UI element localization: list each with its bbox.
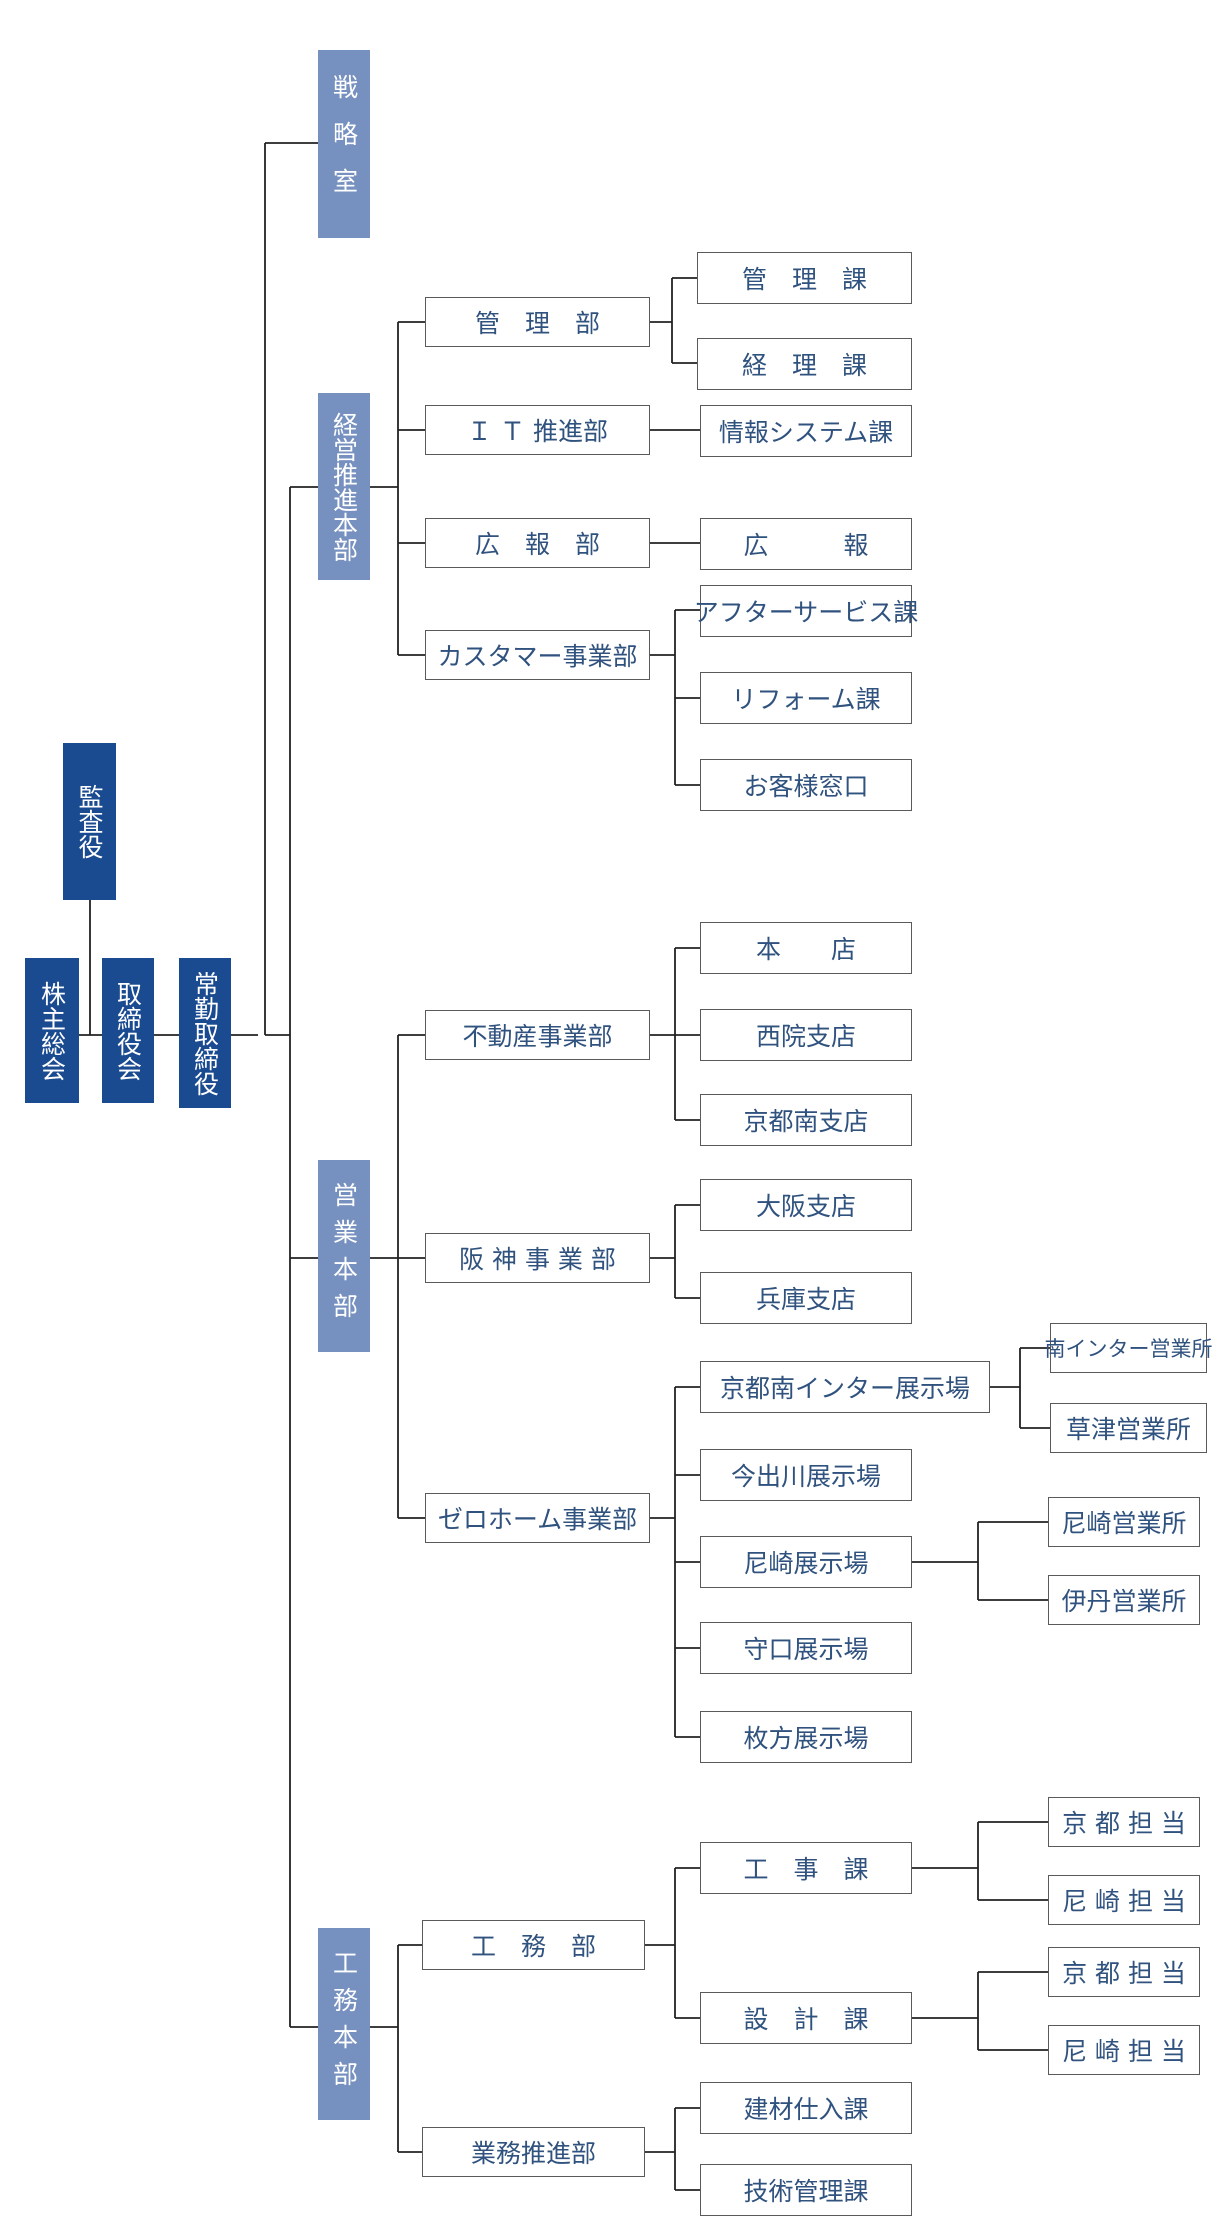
torishimariyakukai-label: 取締役会: [113, 980, 143, 1081]
koji-amagasaki-tanto-box: 尼 崎 担 当: [1048, 1875, 1200, 1925]
keiei-suishin-honbu-label: 経営推進本部: [329, 411, 359, 562]
fudosan-jigyobu-label: 不動産事業部: [462, 1022, 613, 1051]
after-service-ka-label: アフターサービス課: [693, 598, 919, 627]
kusatsu-eigyosho-label: 草津営業所: [1065, 1415, 1191, 1444]
gijutsu-kanri-ka-box: 技術管理課: [700, 2164, 912, 2216]
amagasaki-tenjijo-box: 尼崎展示場: [700, 1536, 912, 1588]
kabunushi-sokai-label: 株主総会: [37, 980, 67, 1081]
imadegawa-tenjijo-box: 今出川展示場: [700, 1449, 912, 1501]
zero-home-jigyobu-box: ゼロホーム事業部: [425, 1493, 650, 1543]
keiri-ka-label: 経 理 課: [741, 351, 867, 380]
kyoto-minami-inter-tenjijo-label: 京都南インター展示場: [719, 1374, 970, 1403]
kusatsu-eigyosho-box: 草津営業所: [1050, 1403, 1207, 1453]
koji-kyoto-tanto-label: 京 都 担 当: [1062, 1809, 1186, 1838]
koji-kyoto-tanto-box: 京 都 担 当: [1048, 1797, 1200, 1847]
hanshin-jigyobu-label: 阪 神 事 業 部: [459, 1245, 616, 1274]
koji-amagasaki-tanto-label: 尼 崎 担 当: [1062, 1887, 1186, 1916]
gijutsu-kanri-ka-label: 技術管理課: [743, 2177, 869, 2206]
keiei-suishin-honbu-box: 経営推進本部: [318, 393, 370, 580]
koji-ka-box: 工 事 課: [700, 1842, 912, 1894]
kyoto-minami-shiten-label: 京都南支店: [743, 1107, 869, 1136]
komu-bu-label: 工 務 部: [470, 1932, 596, 1961]
it-suishin-bu-box: Ｉ Ｔ 推進部: [425, 405, 650, 455]
keiri-ka-box: 経 理 課: [697, 338, 912, 390]
moriguchi-tenjijo-label: 守口展示場: [743, 1635, 869, 1664]
senryakushitsu-label: 戦略室: [329, 73, 359, 215]
imadegawa-tenjijo-label: 今出川展示場: [730, 1462, 881, 1491]
torishimariyakukai-box: 取締役会: [102, 958, 154, 1103]
koho-bu-box: 広 報 部: [425, 518, 650, 568]
koho-section-label: 広 報: [743, 531, 869, 560]
joho-system-ka-label: 情報システム課: [718, 418, 894, 447]
sekkei-kyoto-tanto-box: 京 都 担 当: [1048, 1947, 1200, 1997]
kenzai-shiire-ka-box: 建材仕入課: [700, 2082, 912, 2134]
fudosan-jigyobu-box: 不動産事業部: [425, 1010, 650, 1060]
minami-inter-eigyosho-box: 南インター営業所: [1045, 1323, 1213, 1373]
komu-bu-box: 工 務 部: [422, 1920, 645, 1970]
moriguchi-tenjijo-box: 守口展示場: [700, 1622, 912, 1674]
itami-eigyosho-box: 伊丹営業所: [1048, 1575, 1200, 1625]
customer-jigyobu-box: カスタマー事業部: [425, 630, 650, 680]
customer-jigyobu-label: カスタマー事業部: [437, 642, 638, 671]
kenzai-shiire-ka-label: 建材仕入課: [743, 2095, 869, 2124]
kansayaku-box: 監査役: [63, 743, 116, 900]
itami-eigyosho-label: 伊丹営業所: [1061, 1587, 1187, 1616]
eigyo-honbu-box: 営業本部: [318, 1160, 370, 1352]
amagasaki-eigyosho-box: 尼崎営業所: [1048, 1497, 1200, 1547]
kanri-bu-box: 管 理 部: [425, 297, 650, 347]
saiin-shiten-box: 西院支店: [700, 1009, 912, 1061]
hirakata-tenjijo-label: 枚方展示場: [743, 1724, 869, 1753]
reform-ka-label: リフォーム課: [731, 685, 881, 714]
koho-section-box: 広 報: [700, 518, 912, 570]
kansayaku-label: 監査役: [75, 784, 104, 859]
jokin-torishimariyaku-label: 常勤取締役: [190, 970, 220, 1096]
osaka-shiten-box: 大阪支店: [700, 1179, 912, 1231]
eigyo-honbu-label: 営業本部: [329, 1182, 359, 1330]
senryakushitsu-box: 戦略室: [318, 50, 370, 238]
joho-system-ka-box: 情報システム課: [700, 405, 912, 457]
honten-label: 本 店: [755, 935, 856, 964]
sekkei-ka-label: 設 計 課: [743, 2005, 869, 2034]
hanshin-jigyobu-box: 阪 神 事 業 部: [425, 1233, 650, 1283]
okyakusama-madoguchi-box: お客様窓口: [700, 759, 912, 811]
hyogo-shiten-box: 兵庫支店: [700, 1272, 912, 1324]
honten-box: 本 店: [700, 922, 912, 974]
komu-honbu-label: 工務本部: [329, 1950, 359, 2098]
koji-ka-label: 工 事 課: [743, 1855, 869, 1884]
koho-bu-label: 広 報 部: [474, 530, 600, 559]
okyakusama-madoguchi-label: お客様窓口: [743, 772, 869, 801]
kyoto-minami-shiten-box: 京都南支店: [700, 1094, 912, 1146]
amagasaki-tenjijo-label: 尼崎展示場: [743, 1549, 869, 1578]
zero-home-jigyobu-label: ゼロホーム事業部: [437, 1505, 638, 1534]
sekkei-kyoto-tanto-label: 京 都 担 当: [1062, 1959, 1186, 1988]
amagasaki-eigyosho-label: 尼崎営業所: [1061, 1509, 1187, 1538]
minami-inter-eigyosho-label: 南インター営業所: [1044, 1337, 1213, 1361]
sekkei-amagasaki-tanto-label: 尼 崎 担 当: [1062, 2037, 1186, 2066]
reform-ka-box: リフォーム課: [700, 672, 912, 724]
sekkei-amagasaki-tanto-box: 尼 崎 担 当: [1048, 2025, 1200, 2075]
it-suishin-bu-label: Ｉ Ｔ 推進部: [467, 417, 608, 446]
gyomu-suishin-bu-box: 業務推進部: [422, 2127, 645, 2177]
osaka-shiten-label: 大阪支店: [755, 1192, 856, 1221]
jokin-torishimariyaku-box: 常勤取締役: [179, 958, 231, 1108]
kabunushi-sokai-box: 株主総会: [25, 958, 79, 1103]
hirakata-tenjijo-box: 枚方展示場: [700, 1711, 912, 1763]
sekkei-ka-box: 設 計 課: [700, 1992, 912, 2044]
hyogo-shiten-label: 兵庫支店: [755, 1285, 856, 1314]
kanri-ka-label: 管 理 課: [741, 265, 867, 294]
kyoto-minami-inter-tenjijo-box: 京都南インター展示場: [700, 1361, 990, 1413]
after-service-ka-box: アフターサービス課: [694, 585, 918, 637]
saiin-shiten-label: 西院支店: [755, 1022, 856, 1051]
gyomu-suishin-bu-label: 業務推進部: [470, 2139, 596, 2168]
komu-honbu-box: 工務本部: [318, 1928, 370, 2120]
kanri-bu-label: 管 理 部: [474, 309, 600, 338]
kanri-ka-box: 管 理 課: [697, 252, 912, 304]
